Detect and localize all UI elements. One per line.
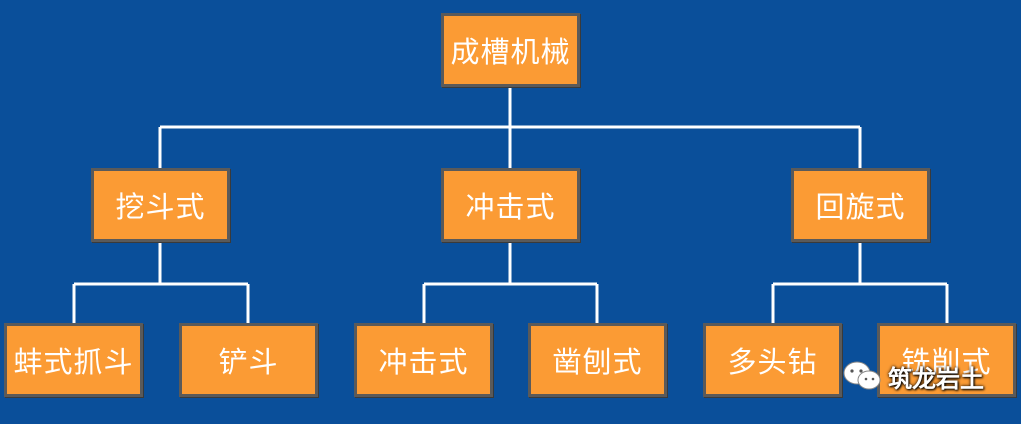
leaf-node-1-1: 蚌式抓斗	[4, 323, 143, 397]
watermark-text: 筑龙岩土	[888, 364, 984, 393]
leaf-node-1-2: 铲斗	[179, 323, 318, 397]
category-node-2: 冲击式	[441, 168, 580, 242]
watermark: 筑龙岩土	[842, 356, 984, 396]
leaf-node-2-1: 冲击式	[354, 323, 493, 397]
wechat-icon	[843, 361, 881, 390]
leaf-node-3-1: 多头钻	[703, 323, 842, 397]
category-node-3: 回旋式	[791, 168, 930, 242]
leaf-node-2-2: 凿刨式	[528, 323, 667, 397]
leaf-node-3-2: 铣削式	[877, 323, 1016, 397]
root-node: 成槽机械	[441, 13, 580, 87]
category-node-1: 挖斗式	[91, 168, 230, 242]
